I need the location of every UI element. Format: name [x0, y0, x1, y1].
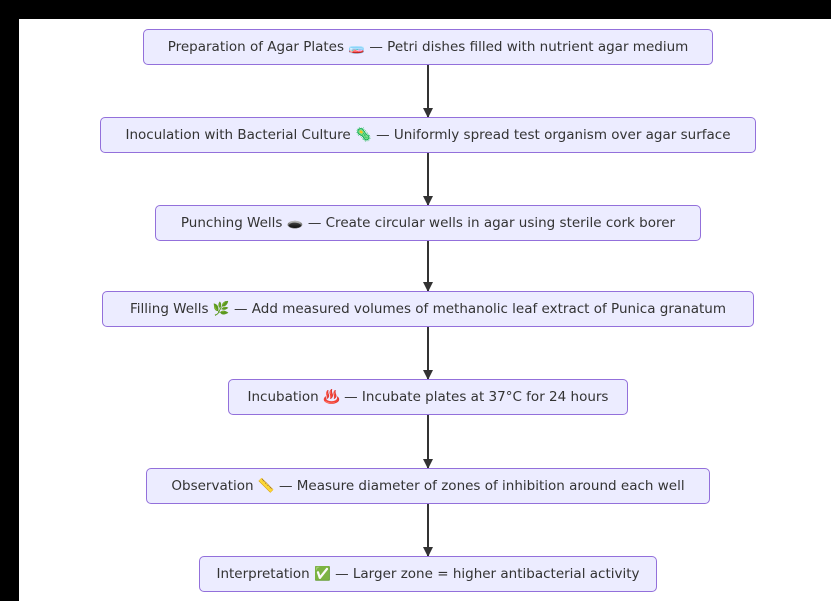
step-node-interpretation: Interpretation ✅ — Larger zone = higher …: [199, 556, 657, 592]
step-label: Interpretation ✅ — Larger zone = higher …: [216, 566, 640, 582]
step-node-punching-wells: Punching Wells 🕳️ — Create circular well…: [155, 205, 701, 241]
step-node-preparation: Preparation of Agar Plates 🧫 — Petri dis…: [143, 29, 713, 65]
step-label: Filling Wells 🌿 — Add measured volumes o…: [129, 301, 727, 317]
step-node-incubation: Incubation ♨️ — Incubate plates at 37°C …: [228, 379, 628, 415]
step-node-filling-wells: Filling Wells 🌿 — Add measured volumes o…: [102, 291, 754, 327]
step-node-inoculation: Inoculation with Bacterial Culture 🦠 — U…: [100, 117, 756, 153]
step-label: Preparation of Agar Plates 🧫 — Petri dis…: [167, 39, 689, 55]
step-label: Incubation ♨️ — Incubate plates at 37°C …: [247, 389, 609, 405]
diagram-canvas: Preparation of Agar Plates 🧫 — Petri dis…: [19, 19, 831, 601]
edges-layer: [423, 65, 433, 557]
step-label: Punching Wells 🕳️ — Create circular well…: [180, 215, 676, 231]
step-label: Inoculation with Bacterial Culture 🦠 — U…: [125, 127, 731, 143]
step-node-observation: Observation 📏 — Measure diameter of zone…: [146, 468, 710, 504]
step-label: Observation 📏 — Measure diameter of zone…: [171, 478, 685, 494]
